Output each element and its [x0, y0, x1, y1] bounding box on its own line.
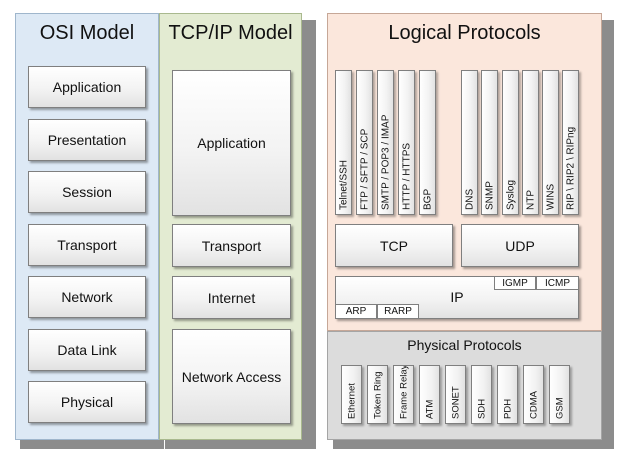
physical-cdma: CDMA [523, 365, 544, 424]
protocol-label: HTTP / HTTPS [401, 142, 412, 210]
protocol-tcp: TCP [335, 224, 453, 267]
tcpip-layer-internet: Internet [172, 276, 291, 319]
tcpip-layer-transport: Transport [172, 224, 291, 267]
physical-label: ATM [424, 399, 435, 419]
tcpip-model-title: TCP/IP Model [168, 22, 293, 44]
protocol-label: SNMP [484, 181, 495, 210]
logical-panel-shadow-right [602, 20, 614, 332]
physical-protocols-panel: Physical Protocols Ethernet Token Ring F… [327, 331, 602, 440]
protocol-bgp: BGP [419, 70, 436, 215]
physical-panel-shadow-right [602, 332, 614, 449]
protocol-label: SMTP / POP3 / IMAP [380, 114, 391, 210]
protocol-label: NTP [525, 190, 536, 210]
physical-label: Ethernet [346, 383, 357, 419]
protocol-rip: RIP \ RIP2 \ RIPng [562, 70, 579, 215]
protocol-http-https: HTTP / HTTPS [398, 70, 415, 215]
tcpip-layer-network-access: Network Access [172, 329, 291, 424]
protocol-ftp-sftp-scp: FTP / SFTP / SCP [356, 70, 373, 215]
physical-label: PDH [502, 398, 513, 419]
osi-model-panel: OSI Model Application Presentation Sessi… [15, 13, 159, 440]
protocol-ip-label: IP [450, 289, 464, 305]
protocol-label: WINS [545, 183, 556, 210]
physical-label: CDMA [528, 391, 539, 419]
physical-label: SDH [476, 398, 487, 419]
tcpip-panel-shadow-right [302, 20, 316, 448]
protocol-label: RIP \ RIP2 \ RIPng [565, 126, 576, 210]
physical-sdh: SDH [471, 365, 492, 424]
osi-layer-physical: Physical [28, 381, 146, 423]
protocol-label: BGP [422, 188, 433, 210]
physical-gsm: GSM [549, 365, 570, 424]
logical-protocols-panel: Logical Protocols Telnet/SSH FTP / SFTP … [327, 13, 602, 331]
protocol-smtp-pop3-imap: SMTP / POP3 / IMAP [377, 70, 394, 215]
protocol-snmp: SNMP [481, 70, 498, 215]
physical-sonet: SONET [445, 365, 466, 424]
logical-protocols-title: Logical Protocols [388, 22, 541, 44]
tcpip-layer-application: Application [172, 70, 291, 216]
osi-layer-presentation: Presentation [28, 119, 146, 161]
physical-label: SONET [450, 386, 461, 419]
tcpip-panel-shadow-bottom [165, 440, 316, 449]
physical-atm: ATM [419, 365, 440, 424]
physical-token-ring: Token Ring [367, 365, 388, 424]
protocol-udp: UDP [461, 224, 579, 267]
protocol-icmp: ICMP [536, 276, 579, 290]
physical-label: GSM [554, 397, 565, 419]
protocol-label: FTP / SFTP / SCP [359, 128, 370, 210]
physical-panel-shadow-bottom [333, 440, 614, 449]
protocol-wins: WINS [542, 70, 559, 215]
physical-ethernet: Ethernet [341, 365, 362, 424]
osi-layer-session: Session [28, 171, 146, 213]
protocol-dns: DNS [461, 70, 478, 215]
osi-model-title: OSI Model [39, 22, 135, 44]
osi-panel-shadow [20, 440, 164, 449]
protocol-rarp: RARP [377, 304, 419, 319]
protocol-label: DNS [464, 188, 475, 210]
protocol-arp: ARP [335, 304, 377, 319]
protocol-ntp: NTP [522, 70, 539, 215]
protocol-syslog: Syslog [502, 70, 519, 215]
protocol-igmp: IGMP [494, 276, 536, 290]
physical-label: Token Ring [372, 371, 383, 419]
tcpip-model-panel: TCP/IP Model Application Transport Inter… [159, 13, 302, 440]
osi-layer-application: Application [28, 66, 146, 108]
physical-pdh: PDH [497, 365, 518, 424]
physical-frame-relay: Frame Relay [393, 365, 414, 424]
osi-layer-network: Network [28, 276, 146, 318]
protocol-label: Telnet/SSH [338, 159, 349, 210]
protocol-label: Syslog [505, 179, 516, 210]
physical-label: Frame Relay [398, 365, 409, 419]
protocol-telnet-ssh: Telnet/SSH [335, 70, 352, 215]
osi-layer-data-link: Data Link [28, 329, 146, 371]
osi-layer-transport: Transport [28, 224, 146, 266]
physical-protocols-title: Physical Protocols [407, 337, 522, 353]
